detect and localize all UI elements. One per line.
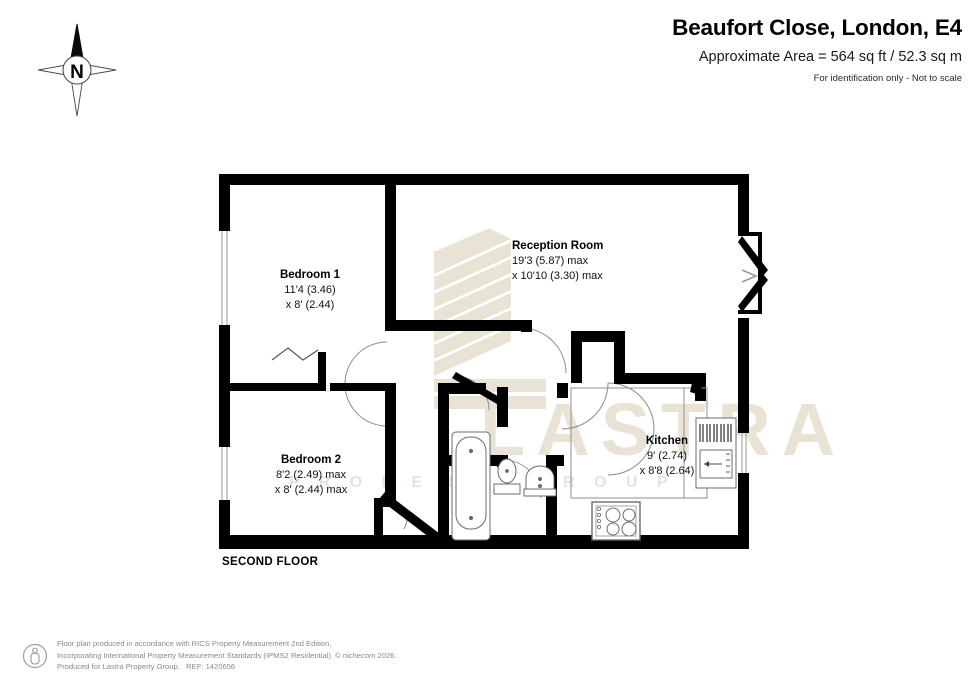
room-dimension-2: x 8' (2.44) xyxy=(285,298,335,311)
floor-baseline-rule xyxy=(219,546,749,549)
kitchen-fixtures xyxy=(570,383,737,541)
page-title: Beaufort Close, London, E4 xyxy=(672,15,962,40)
approximate-area-text: Approximate Area = 564 sq ft / 52.3 sq m xyxy=(698,49,962,65)
room-name: Kitchen xyxy=(645,435,689,447)
room-label-bedroom2: Bedroom 2 8'2 (2.49) max x 8' (2.44) max xyxy=(224,453,398,497)
room-label-bedroom1: Bedroom 1 11'4 (3.46) x 8' (2.44) xyxy=(226,268,394,312)
watermark-primary-text: LASTRA xyxy=(480,388,846,471)
room-dimension-1: 8'2 (2.49) max xyxy=(276,469,346,482)
room-name: Reception Room xyxy=(512,240,604,252)
footer-copyright: © nichecom 2026. xyxy=(335,650,397,660)
room-label-reception: Reception Room 19'3 (5.87) max x 10'10 (… xyxy=(512,239,702,283)
room-name: Bedroom 2 xyxy=(280,454,342,466)
room-dimension-2: x 8'8 (2.64) xyxy=(639,464,695,477)
compass-north-label: N xyxy=(70,62,84,83)
footer-line-3: Produced for Lastra Property Group. xyxy=(57,662,180,672)
room-dimension-1: 11'4 (3.46) xyxy=(284,284,336,297)
room-dimension-1: 19'3 (5.87) max xyxy=(512,255,589,268)
plan-header: Beaufort Close, London, E4 Approximate A… xyxy=(342,0,962,85)
floor-level-label: SECOND FLOOR xyxy=(222,556,319,568)
footer-line-1: Floor plan produced in accordance with R… xyxy=(57,639,332,648)
watermark-logo: LASTRA P R O P E R T Y G R O U P xyxy=(289,228,846,491)
plan-footer: Floor plan produced in accordance with R… xyxy=(22,638,582,676)
room-label-kitchen: Kitchen 9' (2.74) x 8'8 (2.64) xyxy=(612,434,722,478)
compass-rose-icon: N xyxy=(34,20,120,120)
room-name: Bedroom 1 xyxy=(279,269,341,281)
footer-reference: REF: 1420656 xyxy=(186,662,236,672)
window-glazing xyxy=(221,231,747,500)
room-dimension-2: x 10'10 (3.30) max xyxy=(512,269,603,282)
disclaimer-text: For identification only - Not to scale xyxy=(813,73,962,85)
bathroom-fixtures xyxy=(451,431,557,541)
room-dimension-1: 9' (2.74) xyxy=(646,450,687,463)
info-person-icon xyxy=(22,638,48,676)
bedroom1-wardrobe-marker xyxy=(271,347,319,361)
hob-fixture xyxy=(591,501,641,541)
fridge-fixture xyxy=(695,417,737,489)
french-door-leaves xyxy=(738,236,768,312)
room-dimension-2: x 8' (2.44) max xyxy=(274,483,348,496)
footer-line-2: Incorporating International Property Mea… xyxy=(57,650,334,660)
